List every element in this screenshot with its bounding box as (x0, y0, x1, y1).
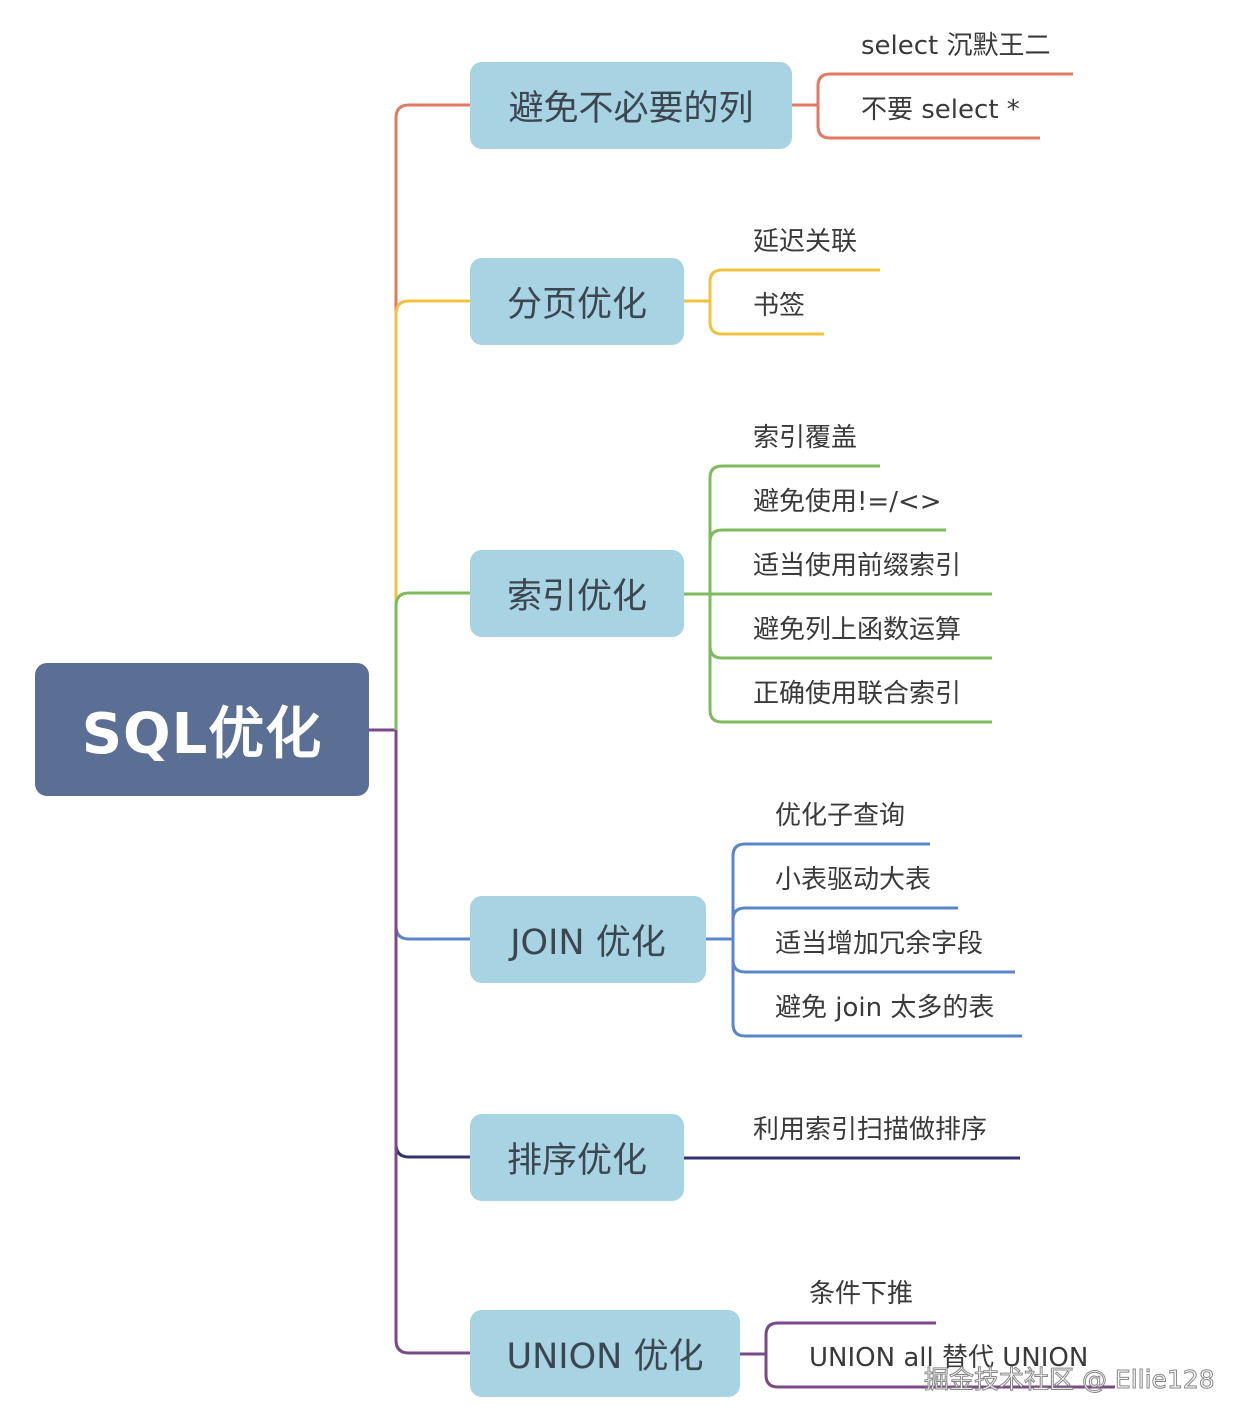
topic-index: 索引优化 (470, 550, 684, 637)
leaf-item: 适当使用前缀索引 (753, 551, 962, 581)
root-label: SQL优化 (81, 702, 323, 767)
topic-union: UNION 优化 (470, 1310, 740, 1397)
root-node: SQL优化 (35, 663, 369, 796)
topic-label: 排序优化 (506, 1141, 647, 1181)
leaf-item: 避免列上函数运算 (753, 615, 962, 645)
leaf-item: 避免使用!=/<> (753, 487, 942, 517)
leaf-item: 适当增加冗余字段 (775, 929, 984, 959)
leaf-item: 索引覆盖 (753, 423, 858, 453)
topic-label: UNION 优化 (506, 1337, 704, 1377)
leaf-item: 小表驱动大表 (775, 865, 932, 895)
trunk-navy (394, 730, 470, 1159)
topic-label: JOIN 优化 (510, 923, 666, 963)
trunk-red (394, 103, 470, 730)
topic-sort: 排序优化 (470, 1114, 684, 1201)
leaf-item: 优化子查询 (775, 801, 906, 831)
topic-label: 索引优化 (506, 577, 647, 617)
topic-label: 避免不必要的列 (508, 89, 754, 129)
topic-avoid-unnecessary-columns: 避免不必要的列 (470, 62, 792, 149)
leaf-item: 不要 select * (861, 95, 1020, 125)
leaf-item: 条件下推 (809, 1279, 914, 1309)
watermark: 掘金技术社区 @ Ellie128 (924, 1365, 1216, 1395)
leaf-item: 延迟关联 (753, 227, 858, 257)
leaf-item: 正确使用联合索引 (753, 679, 962, 709)
topic-label: 分页优化 (506, 285, 647, 325)
trunk-blue (394, 730, 470, 941)
trunk-green (394, 591, 470, 730)
topic-pagination: 分页优化 (470, 258, 684, 345)
leaf-item: 避免 join 太多的表 (775, 993, 995, 1023)
leaf-item: 书签 (753, 291, 806, 321)
leaf-item: 利用索引扫描做排序 (753, 1115, 988, 1145)
leaf-item: select 沉默王二 (861, 31, 1051, 61)
topic-join: JOIN 优化 (470, 896, 706, 983)
leaf-item: UNION all 替代 UNION (809, 1343, 1089, 1373)
trunk-yellow (394, 299, 470, 730)
trunk-purple (394, 730, 470, 1355)
